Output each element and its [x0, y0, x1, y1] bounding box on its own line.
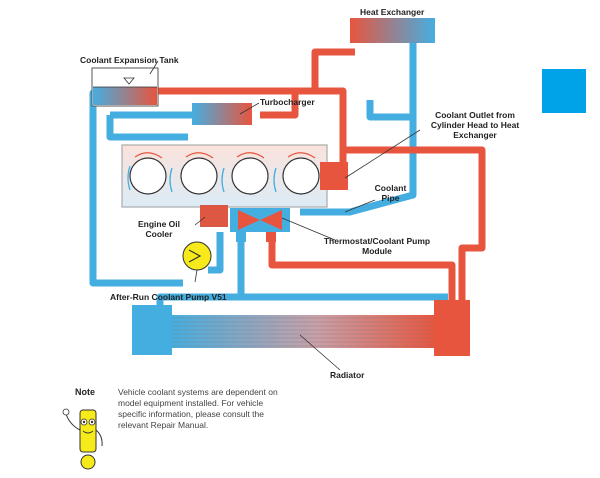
label-after-run-pump: After-Run Coolant Pump V51 — [110, 292, 227, 302]
cylinder-3 — [231, 157, 269, 195]
turbocharger — [192, 103, 252, 125]
turbo-supply-line — [106, 115, 188, 141]
cylinder-4 — [282, 157, 320, 195]
label-expansion-tank: Coolant Expansion Tank — [80, 55, 179, 65]
cylinder-1 — [129, 157, 167, 195]
thermostat-pump-module — [230, 208, 290, 242]
radiator — [132, 300, 470, 356]
tank-feed-line — [157, 48, 355, 95]
hot-coolant-lines — [157, 48, 486, 300]
note-text: Vehicle coolant systems are dependent on… — [118, 387, 278, 430]
radiator-feed-line — [343, 146, 486, 300]
label-engine-oil-cooler: Engine Oil Cooler — [137, 219, 181, 239]
note-mascot-icon — [62, 408, 103, 470]
label-thermostat: Thermostat/Coolant Pump Module — [323, 236, 431, 256]
label-coolant-pipe: Coolant Pipe — [374, 183, 407, 203]
label-radiator: Radiator — [330, 370, 365, 380]
coolant-expansion-tank — [91, 67, 159, 107]
thermostat-hot-line — [268, 235, 456, 300]
radiator-return-line — [237, 240, 448, 301]
hx-return-line — [366, 40, 417, 121]
coolant-outlet — [320, 162, 348, 190]
heat-exchanger — [350, 18, 435, 43]
note-title: Note — [75, 387, 95, 397]
cylinder-head-outlet-line — [315, 87, 347, 165]
hot-flow-arrows — [134, 152, 316, 159]
level-marker-icon — [123, 77, 135, 85]
leader-lines — [149, 60, 421, 371]
label-coolant-outlet: Coolant Outlet from Cylinder Head to Hea… — [430, 110, 520, 140]
cold-flow-arrows — [127, 165, 277, 193]
after-run-coolant-pump — [182, 241, 212, 271]
engine-block — [121, 144, 328, 208]
cold-coolant-lines — [89, 40, 448, 318]
turbo-return-line — [260, 91, 299, 119]
label-heat-exchanger: Heat Exchanger — [360, 7, 425, 17]
accent-square — [542, 69, 586, 113]
cylinder-2 — [180, 157, 218, 195]
engine-oil-cooler-fins — [200, 205, 228, 227]
label-turbocharger: Turbocharger — [260, 97, 315, 107]
coolant-pipe-line — [300, 117, 417, 216]
pump-outlet-line — [208, 232, 224, 274]
